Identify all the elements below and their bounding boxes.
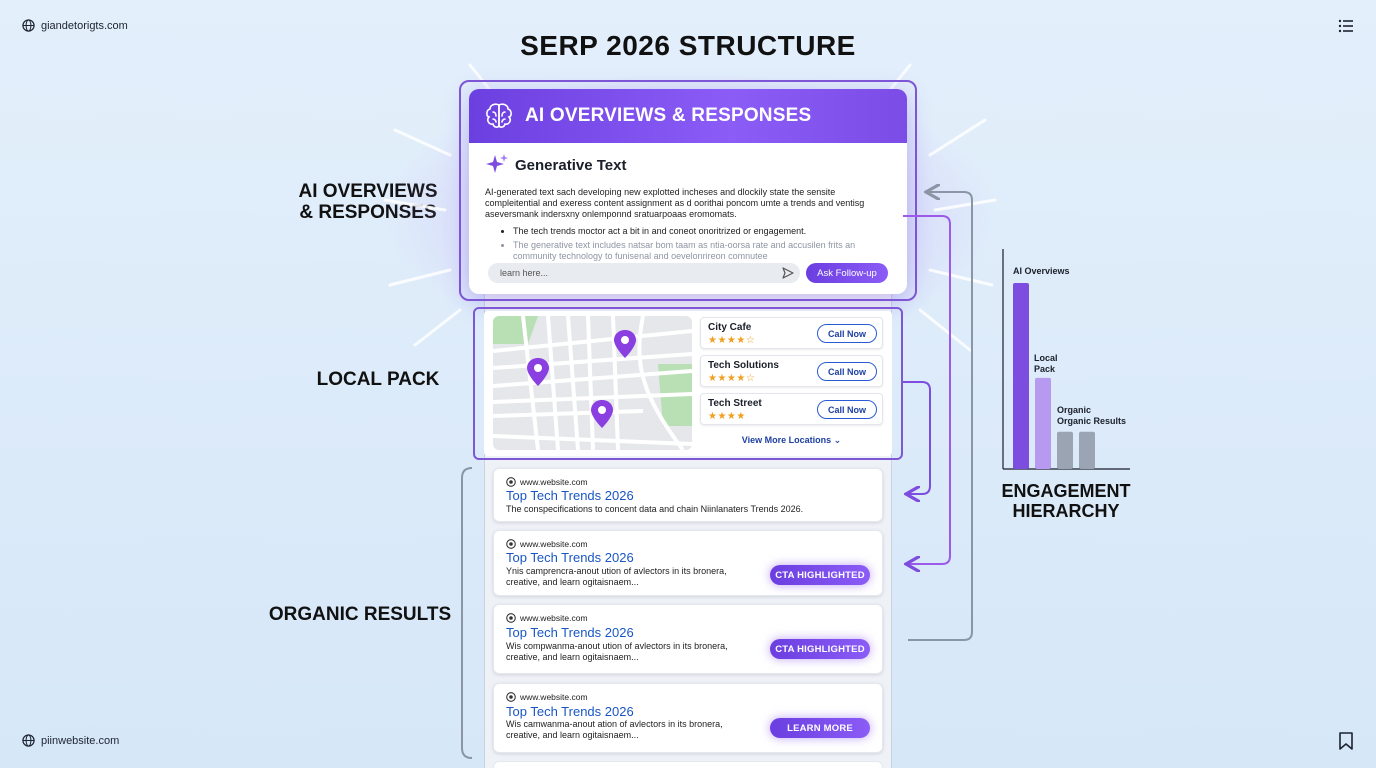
local-listing-tech-street[interactable]: Tech Street ★★★★ Call Now [700,393,883,425]
footer-site-text: piinwebsite.com [41,734,120,747]
globe-icon [506,477,516,487]
result-title[interactable]: Top Tech Trends 2026 [506,550,634,565]
generative-bullets: The tech trends moctor act a bit in and … [485,226,893,262]
globe-icon [506,613,516,623]
result-url-text: www.website.com [520,692,588,702]
globe-icon [22,19,35,32]
sparkle-icon [486,154,508,173]
page-title: SERP 2026 STRUCTURE [520,30,856,61]
engagement-bar-2 [1035,377,1051,469]
organic-result[interactable]: www.website.com Top Tech Trends 2026 Wis… [493,683,883,753]
ai-overview-frame [459,80,917,301]
bar-label-ai-overviews: AI Overviews [1013,266,1070,276]
engagement-hierarchy-title: ENGAGEMENT HIERARCHY [1001,481,1131,522]
list-icon[interactable] [1338,18,1354,34]
globe-icon [506,692,516,702]
engagement-bar-3 [1057,431,1073,469]
organic-result[interactable]: www.website.com Top Tech Trends 2026 The… [493,468,883,522]
bar-label-local-line2: Pack [1034,364,1056,374]
cta-highlighted-button[interactable]: CTA HIGHLIGHTED [770,565,870,585]
ai-overview-card: AI OVERVIEWS & RESPONSES Generative Text… [469,89,907,294]
footer-site-link[interactable]: piinwebsite.com [22,734,119,747]
local-pack-frame [473,307,903,460]
result-title[interactable]: Top Tech Trends 2026 [506,488,634,503]
engagement-bar-4 [1079,431,1095,469]
generative-paragraph: AI-generated text sach developing new ex… [485,187,865,219]
call-now-button[interactable]: Call Now [817,362,877,381]
result-url-text: www.website.com [520,477,588,487]
ai-overview-header: AI OVERVIEWS & RESPONSES [469,89,907,143]
organic-result[interactable]: www.website.com Top Tech Trends 2026 Wis… [493,604,883,674]
label-local-pack: LOCAL PACK [316,369,440,390]
generative-bullet: The tech trends moctor act a bit in and … [513,226,893,237]
generative-text-title: Generative Text [515,156,627,174]
bar-label-organic-results: Organic Organic Results [1057,405,1126,427]
cta-highlighted-button[interactable]: CTA HIGHLIGHTED [770,639,870,659]
send-icon[interactable] [782,267,794,279]
result-description: The conspecifications to concent data an… [506,504,804,514]
local-listing-city-cafe[interactable]: City Cafe ★★★★☆ Call Now [700,317,883,349]
result-description: Wis compwanma-anout ution of avlectors i… [506,641,728,662]
call-now-button[interactable]: Call Now [817,400,877,419]
bar-label-local-pack: Local Pack [1034,353,1058,375]
result-description: Wis camwanma-anout ation of avlectors in… [506,719,723,740]
map-pins [527,330,636,428]
result-url[interactable]: www.website.com [506,477,588,487]
result-title[interactable]: Top Tech Trends 2026 [506,625,634,640]
result-url[interactable]: www.website.com [506,613,588,623]
local-listing-name: Tech Street [708,398,762,409]
result-title[interactable]: Top Tech Trends 2026 [506,704,634,719]
bookmark-icon[interactable] [1338,732,1354,750]
bar-label-organic-line1: Organic [1057,405,1092,415]
globe-icon [22,734,35,747]
globe-icon [506,539,516,549]
star-rating: ★★★★☆ [708,335,756,346]
ai-followup-input[interactable]: learn here... [488,263,800,283]
view-more-locations-link[interactable]: View More Locations ⌄ [741,435,842,445]
result-url-text: www.website.com [520,613,588,623]
local-listing-name: City Cafe [708,322,752,333]
call-now-button[interactable]: Call Now [817,324,877,343]
bar-label-organic-line2: Organic Results [1057,416,1127,426]
header-site-link[interactable]: giandetorigts.com [22,19,128,32]
star-rating: ★★★★ [708,411,746,422]
local-listing-name: Tech Solutions [708,360,779,371]
engagement-chart [1002,249,1130,470]
result-url-text: www.website.com [520,539,588,549]
generative-bullet: The generative text includes natsar bom … [513,240,893,262]
result-description: Ynis camprencra-anout ution of avlectors… [506,566,727,587]
label-organic-results: ORGANIC RESULTS [268,604,452,625]
result-url[interactable]: www.website.com [506,539,588,549]
header-site-text: giandetorigts.com [41,19,128,32]
ai-overview-title: AI OVERVIEWS & RESPONSES [525,105,812,126]
ask-followup-button[interactable]: Ask Follow-up [806,263,888,283]
learn-more-button[interactable]: LEARN MORE [770,718,870,738]
arrow-local-to-organic [903,381,931,494]
result-url[interactable]: www.website.com [506,692,588,702]
bar-label-local-line1: Local [1034,353,1058,363]
brain-icon [486,103,512,128]
engagement-bar-1 [1013,283,1029,469]
organic-result-partial [493,761,883,768]
local-listing-tech-solutions[interactable]: Tech Solutions ★★★★☆ Call Now [700,355,883,387]
local-map[interactable] [493,316,692,450]
organic-result[interactable]: www.website.com Top Tech Trends 2026 Yni… [493,530,883,596]
star-rating: ★★★★☆ [708,373,756,384]
organic-bracket [461,467,473,759]
